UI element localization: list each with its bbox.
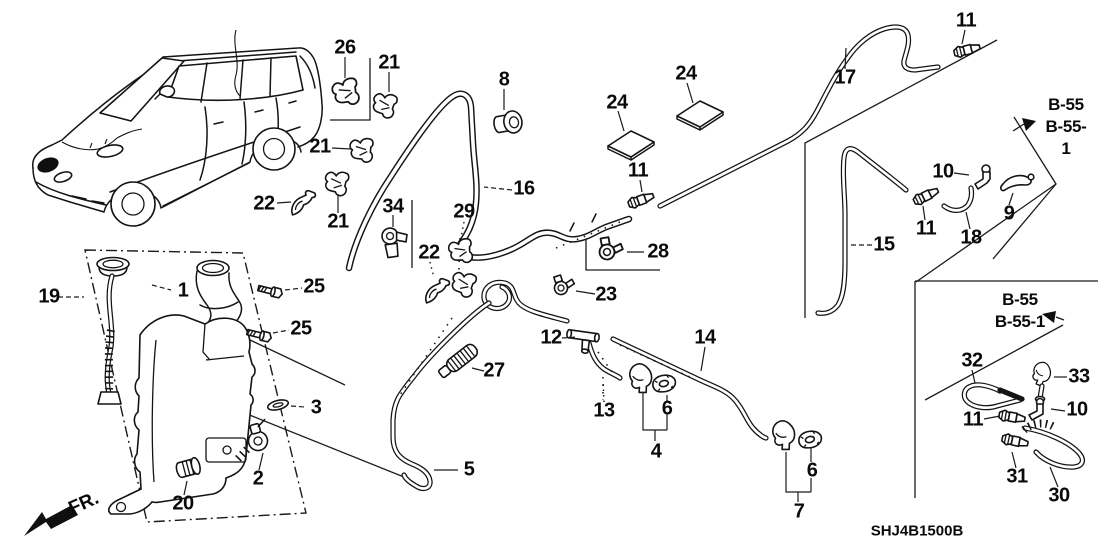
bracket-22-icon <box>291 189 317 216</box>
bolt-25-icon <box>256 282 285 300</box>
clip-21-icon <box>348 137 376 165</box>
rear-wheel <box>252 127 296 171</box>
ref-line-1: B-55 <box>1002 289 1038 309</box>
clip-34-icon <box>381 227 408 259</box>
clip-26-icon <box>329 75 364 110</box>
ref-arrow-bottom-icon <box>1042 311 1056 323</box>
reservoir-detail-box <box>84 249 307 523</box>
washer-parts <box>96 40 1054 515</box>
frame-lines <box>84 39 1098 523</box>
ref-line-1: B-55 <box>1048 94 1084 114</box>
joint-9 <box>1000 173 1035 192</box>
washer-nozzle-icon <box>627 361 655 396</box>
front-wheel <box>110 181 156 227</box>
fr-direction-arrow-icon <box>24 505 78 536</box>
pump-washer-seal <box>266 399 290 411</box>
pad-24 <box>607 130 655 161</box>
washer-reservoir-tank <box>133 314 256 504</box>
coupler-11-icon <box>626 189 656 211</box>
hose-13 <box>586 340 623 381</box>
diagram-code: SHJ4B1500B <box>870 522 964 540</box>
ref-line-2: B-55-1 <box>1045 116 1087 159</box>
coupler-31-icon <box>1000 432 1030 450</box>
ref-label-b55-bottom: B-55 B-55-1 <box>995 289 1045 333</box>
reservoir-assembly <box>96 256 256 515</box>
sub-diagram-box <box>914 280 1098 498</box>
coupler-11-icon <box>997 408 1027 426</box>
grommet-8 <box>493 110 523 134</box>
clip-21-icon <box>323 170 350 197</box>
clamp-28-icon <box>596 234 626 262</box>
ref-label-b55-top: B-55 B-55-1 <box>1045 94 1087 160</box>
t-joint-12 <box>566 328 600 354</box>
elbow-joint-10 <box>974 164 991 190</box>
ref-arrow-top-icon <box>1022 118 1036 131</box>
grille <box>53 171 73 183</box>
side-mirror <box>158 85 176 98</box>
nozzle-grommet-6-icon <box>650 371 678 395</box>
vehicle-illustration <box>31 29 323 227</box>
hood-washer-hose-sketch <box>61 137 118 151</box>
washer-nozzle-icon <box>770 418 798 453</box>
clip-29-icon <box>449 270 478 300</box>
bracket-22-icon <box>425 277 451 304</box>
elbow-joint-10 <box>1028 397 1045 421</box>
clip-21-icon <box>370 91 399 120</box>
hose-15 <box>815 146 909 316</box>
pad-24 <box>676 100 724 131</box>
clamp-23-icon <box>550 270 578 297</box>
headlight <box>37 157 59 173</box>
ref-line-2: B-55-1 <box>994 312 1046 331</box>
nozzle-33 <box>1029 359 1054 403</box>
grommet-20 <box>175 456 201 479</box>
corrugated-tube-27 <box>437 343 479 379</box>
hose-30-ribbed-elbow <box>1021 419 1057 434</box>
clip-29-icon <box>446 236 477 267</box>
washer-pump <box>235 418 269 462</box>
coupler-11-icon <box>911 184 941 208</box>
leader-lines <box>58 29 1067 502</box>
nozzle-grommet-6-icon <box>796 427 824 451</box>
windshield <box>99 57 185 122</box>
